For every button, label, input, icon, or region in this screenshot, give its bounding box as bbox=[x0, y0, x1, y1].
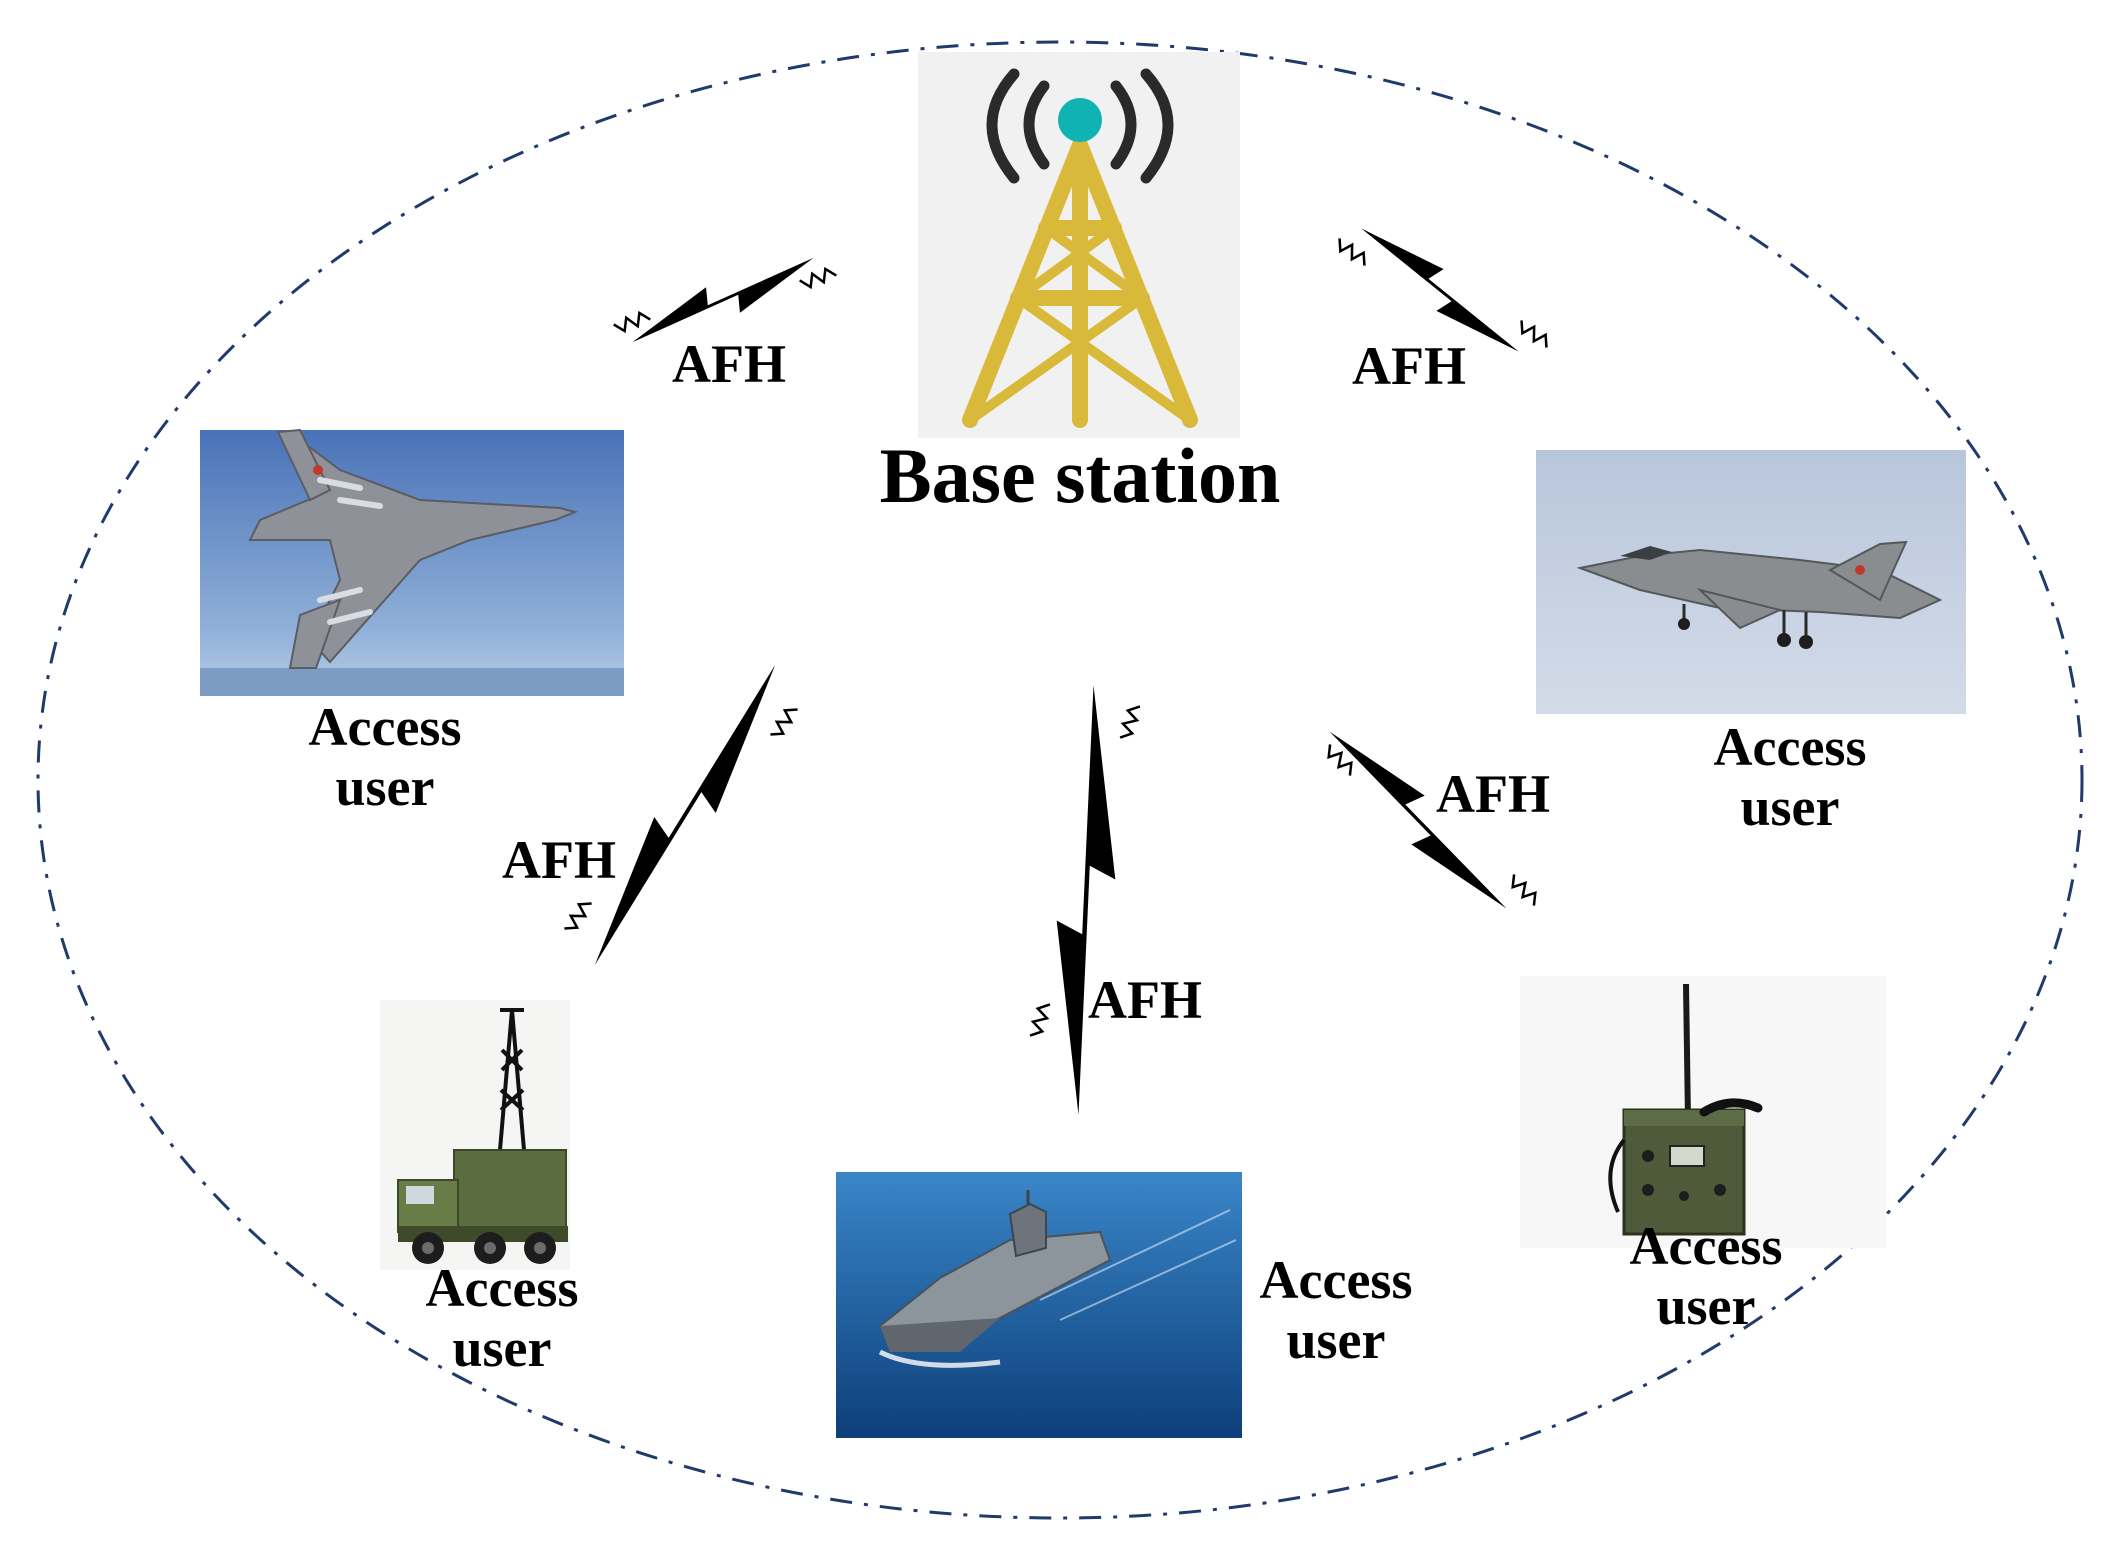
signal-squiggle-icon bbox=[797, 264, 839, 292]
user-top-left: Access user bbox=[200, 428, 624, 817]
lightning-bolt-icon bbox=[573, 651, 797, 979]
user-bottom-right: Access user bbox=[1520, 976, 1886, 1336]
link-bottom-center: AFH bbox=[1026, 684, 1202, 1116]
afh-label: AFH bbox=[1352, 336, 1466, 396]
signal-squiggle-icon bbox=[1514, 317, 1554, 351]
link-bottom-right: AFH bbox=[1314, 716, 1550, 924]
link-bottom-left: AFH bbox=[502, 651, 801, 979]
lightning-bolt-icon bbox=[1049, 684, 1123, 1116]
aircraft-carrier-icon bbox=[836, 1172, 1242, 1438]
user-bottom-center: Access user bbox=[836, 1172, 1412, 1438]
base-station: Base station bbox=[880, 52, 1281, 519]
fighter-jet-icon bbox=[200, 428, 624, 696]
access-user-label-line1: Access bbox=[1630, 1216, 1783, 1276]
military-truck-icon bbox=[380, 1000, 570, 1270]
link-top-left: AFH bbox=[611, 240, 839, 394]
field-radio-icon bbox=[1520, 976, 1886, 1248]
base-station-label: Base station bbox=[880, 432, 1281, 519]
afh-label: AFH bbox=[1088, 970, 1202, 1030]
signal-squiggle-icon bbox=[1332, 235, 1372, 269]
access-user-label-line2: user bbox=[1657, 1276, 1756, 1336]
afh-label: AFH bbox=[672, 334, 786, 394]
access-user-label-line2: user bbox=[336, 757, 435, 817]
user-bottom-left: Access user bbox=[380, 1000, 578, 1378]
user-right: Access user bbox=[1536, 450, 1966, 837]
coverage-boundary bbox=[36, 40, 2084, 1520]
access-user-label-line1: Access bbox=[1260, 1250, 1413, 1310]
afh-label: AFH bbox=[1436, 764, 1550, 824]
signal-squiggle-icon bbox=[611, 308, 653, 336]
access-user-label-line1: Access bbox=[1714, 717, 1867, 777]
signal-squiggle-icon bbox=[1505, 871, 1543, 909]
radio-tower-icon bbox=[962, 68, 1198, 428]
access-user-label-line1: Access bbox=[309, 697, 462, 757]
link-top-right: AFH bbox=[1332, 213, 1554, 396]
access-user-label-line1: Access bbox=[426, 1258, 579, 1318]
signal-squiggle-icon bbox=[561, 896, 595, 936]
fighter-jet-icon bbox=[1536, 450, 1966, 714]
afh-label: AFH bbox=[502, 830, 616, 890]
access-user-label-line2: user bbox=[1287, 1310, 1386, 1370]
access-user-label-line2: user bbox=[1741, 777, 1840, 837]
signal-squiggle-icon bbox=[1116, 701, 1144, 743]
access-user-label-line2: user bbox=[453, 1318, 552, 1378]
signal-squiggle-icon bbox=[767, 702, 801, 742]
signal-squiggle-icon bbox=[1026, 999, 1054, 1041]
